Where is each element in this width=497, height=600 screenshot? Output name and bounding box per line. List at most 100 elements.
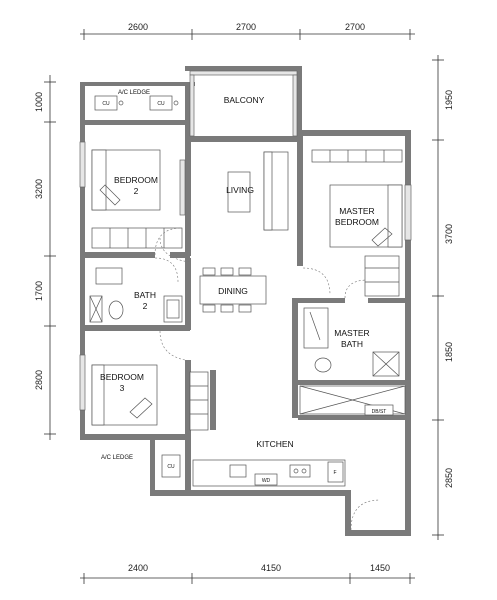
bedroom2-label-line2: 2 xyxy=(134,186,139,196)
wall-bedroom2-bottom xyxy=(85,252,155,258)
wall-bath2-bottom xyxy=(85,325,190,331)
window-living-left xyxy=(179,159,186,216)
fridge xyxy=(327,461,344,483)
wall-balcony-top xyxy=(185,66,300,71)
dim-right-1: 1950 xyxy=(444,90,454,110)
wall-bath2-right xyxy=(185,258,191,330)
dim-bottom-2: 4150 xyxy=(261,563,281,573)
wall-ledge-bottom-left xyxy=(150,440,155,495)
door-master xyxy=(302,267,331,296)
living: LIVING xyxy=(226,151,289,231)
bed-pillow-bedroom2 xyxy=(99,184,121,206)
top-dimension-chain: 2600 2700 2700 xyxy=(80,22,415,40)
dim-top-2: 2700 xyxy=(236,22,256,32)
dim-right-2: 3700 xyxy=(444,224,454,244)
master-closet xyxy=(364,255,400,297)
kitchen-label: KITCHEN xyxy=(256,439,293,449)
wall-bottom-step xyxy=(345,490,351,535)
dim-bottom-3: 1450 xyxy=(370,563,390,573)
sink xyxy=(229,464,247,478)
wall-master-left xyxy=(297,136,303,266)
chair-6 xyxy=(238,304,252,313)
chair-4 xyxy=(202,304,216,313)
balcony-label: BALCONY xyxy=(224,95,265,105)
bath-2: BATH 2 xyxy=(89,257,183,323)
dim-left-4: 2800 xyxy=(34,370,44,390)
hob xyxy=(289,464,311,478)
dim-bottom-1: 2400 xyxy=(128,563,148,573)
door-bath2 xyxy=(154,257,179,283)
wall-bedroom2-top xyxy=(85,120,190,125)
cu-label-1: CU xyxy=(102,101,110,107)
dining-label: DINING xyxy=(218,286,248,296)
door-bedroom3 xyxy=(159,330,186,361)
wall-kitchen-left xyxy=(185,440,191,492)
window-balcony xyxy=(189,70,298,76)
wall-bottom-outer xyxy=(150,490,350,496)
wall-masterbath-top-right xyxy=(368,298,408,303)
fridge-label: F xyxy=(333,470,336,476)
bed-pillow-master xyxy=(371,227,393,247)
master-bath-label-line2: BATH xyxy=(341,339,363,349)
chair-1 xyxy=(202,267,216,276)
wall-master-top xyxy=(297,130,409,136)
bedroom3-label-line1: BEDROOM xyxy=(100,372,144,382)
bedroom-3: BEDROOM 3 xyxy=(91,330,209,431)
window-master xyxy=(404,184,412,241)
door-bedroom2 xyxy=(154,227,183,256)
headboard-bedroom2 xyxy=(91,149,107,211)
wardrobe-bedroom3 xyxy=(189,371,209,431)
ac-ledge-top: A/C LEDGE CU CU xyxy=(94,90,179,111)
dim-left-2: 3200 xyxy=(34,179,44,199)
db-st-box xyxy=(364,404,394,416)
bath2-label-line2: 2 xyxy=(143,301,148,311)
master-bath-label-line1: MASTER xyxy=(334,328,369,338)
wall-bottom-right xyxy=(345,530,411,536)
basin-bath2 xyxy=(163,295,183,323)
coffee-table xyxy=(227,171,251,213)
window-bedroom3-left xyxy=(79,354,86,411)
washer-dryer xyxy=(254,473,278,486)
dim-right-4: 2850 xyxy=(444,468,454,488)
balcony-rail-right xyxy=(292,74,298,137)
master-bedroom-label-line2: BEDROOM xyxy=(335,217,379,227)
balcony-rail-left xyxy=(189,74,195,137)
cu-unit-3 xyxy=(161,454,181,478)
chair-2 xyxy=(220,267,234,276)
ac-ledge-bottom: CU A/C LEDGE xyxy=(101,454,181,478)
wall-balcony-bottom xyxy=(190,136,302,142)
wall-bedroom2-bottom-right xyxy=(170,252,190,258)
windows xyxy=(79,70,412,411)
wall-masterbath-left xyxy=(292,298,298,418)
wall-left-outer xyxy=(80,82,85,440)
cu-unit-1 xyxy=(94,95,118,111)
wd-label: WD xyxy=(262,478,271,484)
dim-top-1: 2600 xyxy=(128,22,148,32)
master-bedroom-label-line1: MASTER xyxy=(339,206,374,216)
chair-3 xyxy=(238,267,252,276)
chair-5 xyxy=(220,304,234,313)
living-label: LIVING xyxy=(226,185,254,195)
bedroom3-label-line2: 3 xyxy=(120,383,125,393)
bath2-label-line1: BATH xyxy=(134,290,156,300)
right-dimension-chain: 1950 3700 1850 2850 xyxy=(432,55,454,540)
cu-label-3: CU xyxy=(167,464,175,470)
toilet-bath2 xyxy=(108,300,124,320)
wall-store-bottom xyxy=(298,415,408,420)
dim-right-3: 1850 xyxy=(444,342,454,362)
dining-table xyxy=(199,275,267,305)
bottom-dimension-chain: 2400 4150 1450 xyxy=(80,563,415,584)
wall-bedroom3-bottom xyxy=(80,434,190,440)
headboard-master xyxy=(387,184,403,248)
wall-bedroom2-right xyxy=(185,86,191,256)
bedroom-2: BEDROOM 2 xyxy=(91,149,183,256)
door-swing-living xyxy=(159,237,191,263)
master-bath: MASTER BATH xyxy=(303,307,400,377)
wardrobe-master xyxy=(311,149,403,163)
ac-ledge-bottom-label: A/C LEDGE xyxy=(101,455,133,461)
store-area: DB/ST xyxy=(299,385,406,416)
left-dimension-chain: 1000 3200 1700 2800 xyxy=(34,75,56,440)
wall-masterbath-bottom xyxy=(298,380,408,385)
window-bedroom2-left xyxy=(79,141,86,188)
wardrobe-bedroom2 xyxy=(91,227,183,249)
